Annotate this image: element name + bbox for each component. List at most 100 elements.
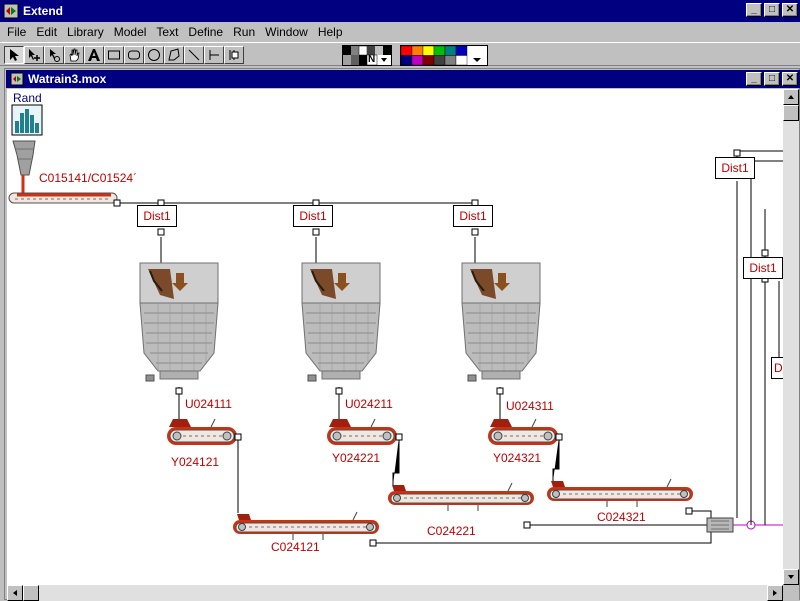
scroll-down-button[interactable] (783, 569, 799, 585)
pattern-selector[interactable]: N (342, 45, 392, 66)
color-swatch[interactable] (400, 45, 413, 56)
menu-window[interactable]: Window (265, 25, 308, 39)
combine-block[interactable] (706, 517, 783, 533)
scroll-right-button[interactable] (767, 585, 783, 601)
right-angle-line-tool[interactable] (204, 46, 224, 64)
rectangle-icon (108, 50, 120, 60)
color-swatch[interactable] (422, 55, 435, 66)
arrow-right-icon (773, 590, 777, 596)
horizontal-scrollbar[interactable] (7, 585, 783, 601)
menu-run[interactable]: Run (233, 25, 256, 39)
menu-help[interactable]: Help (317, 25, 343, 39)
menu-text[interactable]: Text (156, 25, 179, 39)
feeder-label-y024121: Y024121 (171, 455, 220, 469)
feeder-y024121[interactable] (166, 418, 238, 446)
oval-icon (148, 49, 160, 61)
color-swatch[interactable] (433, 55, 446, 66)
dist-block-2[interactable]: Dist1 (293, 205, 333, 227)
rectangle-tool[interactable] (104, 46, 124, 64)
conveyor-c024221[interactable] (387, 482, 535, 512)
menu-model[interactable]: Model (113, 25, 147, 39)
pattern-none-label: N (368, 54, 376, 65)
bin-u024211[interactable] (301, 262, 381, 382)
maximize-button[interactable]: □ (764, 3, 780, 17)
dist-block-1[interactable]: Dist1 (137, 205, 177, 227)
menu-bar: File Edit Library Model Text Define Run … (0, 22, 800, 42)
color-swatch[interactable] (411, 55, 424, 66)
bin-label-u024211: U024211 (345, 397, 393, 411)
color-swatch[interactable] (411, 45, 424, 56)
doc-maximize-button[interactable]: □ (764, 72, 780, 86)
color-swatch[interactable] (455, 45, 468, 56)
horizontal-scroll-thumb[interactable] (23, 585, 39, 601)
palette-dropdown-icon[interactable] (473, 58, 481, 62)
dist-block-4[interactable]: Dist1 (715, 157, 755, 179)
color-swatch[interactable] (422, 45, 435, 56)
source-hopper-icon[interactable] (12, 140, 36, 193)
dist-block-6-partial[interactable]: D (771, 357, 783, 379)
rounded-rectangle-icon (128, 50, 140, 60)
scroll-corner (783, 585, 799, 601)
model-document-icon (10, 72, 24, 86)
rounded-rectangle-tool[interactable] (124, 46, 144, 64)
conveyor-c024321[interactable] (546, 478, 694, 508)
app-title: Extend (23, 4, 64, 18)
scroll-left-button[interactable] (7, 585, 23, 601)
document-title: Watrain3.mox (28, 72, 107, 86)
vertical-scrollbar[interactable] (783, 89, 799, 585)
line-tool[interactable] (184, 46, 204, 64)
doc-close-button[interactable]: ✕ (782, 72, 798, 86)
close-button[interactable]: ✕ (782, 3, 798, 17)
conveyor-c024121[interactable] (232, 511, 380, 541)
menu-library[interactable]: Library (67, 25, 104, 39)
source-conveyor[interactable] (8, 192, 118, 204)
clone-pointer-icon (29, 49, 40, 61)
color-swatch[interactable] (400, 55, 413, 66)
menu-define[interactable]: Define (188, 25, 224, 39)
hand-tool[interactable] (64, 46, 84, 64)
color-selector[interactable] (400, 45, 488, 66)
polygon-tool[interactable] (164, 46, 184, 64)
bin-u024111[interactable] (139, 262, 219, 382)
color-swatches (400, 45, 481, 66)
dist-block-5[interactable]: Dist1 (743, 257, 783, 279)
text-tool[interactable] (84, 46, 104, 64)
rand-block-icon[interactable] (11, 104, 43, 136)
arrow-left-icon (13, 590, 17, 596)
vertical-scroll-thumb[interactable] (783, 105, 799, 121)
color-swatch[interactable] (455, 55, 468, 66)
bin-label-u024311: U024311 (506, 399, 554, 413)
hand-icon (69, 48, 80, 62)
clone-layer-tool[interactable] (44, 46, 64, 64)
feeder-y024221[interactable] (326, 418, 398, 446)
color-swatch[interactable] (433, 45, 446, 56)
scroll-up-button[interactable] (783, 89, 799, 105)
letter-a-icon (88, 49, 100, 61)
model-connections (8, 104, 783, 547)
right-angle-line-icon (209, 50, 219, 60)
clone-tool[interactable] (24, 46, 44, 64)
hierarchy-icon (229, 50, 239, 60)
pointer-tool[interactable] (4, 46, 24, 64)
minimize-button[interactable]: _ (746, 3, 762, 17)
dist-block-3[interactable]: Dist1 (453, 205, 493, 227)
bin-u024311[interactable] (461, 262, 541, 382)
hierarchy-tool[interactable] (224, 46, 244, 64)
color-swatch[interactable] (444, 45, 457, 56)
doc-minimize-button[interactable]: _ (746, 72, 762, 86)
menu-edit[interactable]: Edit (36, 25, 58, 39)
model-worksheet[interactable]: Rand C015141/C01524´ Dist1 Dist1 Dist1 D… (7, 89, 783, 585)
app-titlebar: Extend _ □ ✕ (0, 0, 800, 22)
feeder-label-y024221: Y024221 (332, 451, 381, 465)
menu-file[interactable]: File (7, 25, 27, 39)
model-document-window: Watrain3.mox _ □ ✕ (4, 68, 800, 601)
clone-layer-icon (50, 49, 60, 62)
diagonal-line-icon (188, 49, 200, 61)
feeder-y024321[interactable] (487, 418, 559, 446)
color-swatch[interactable] (444, 55, 457, 66)
oval-tool[interactable] (144, 46, 164, 64)
arrow-down-icon (788, 575, 794, 579)
arrow-up-icon (788, 95, 794, 99)
conveyor-label-c024121: C024121 (271, 540, 320, 554)
